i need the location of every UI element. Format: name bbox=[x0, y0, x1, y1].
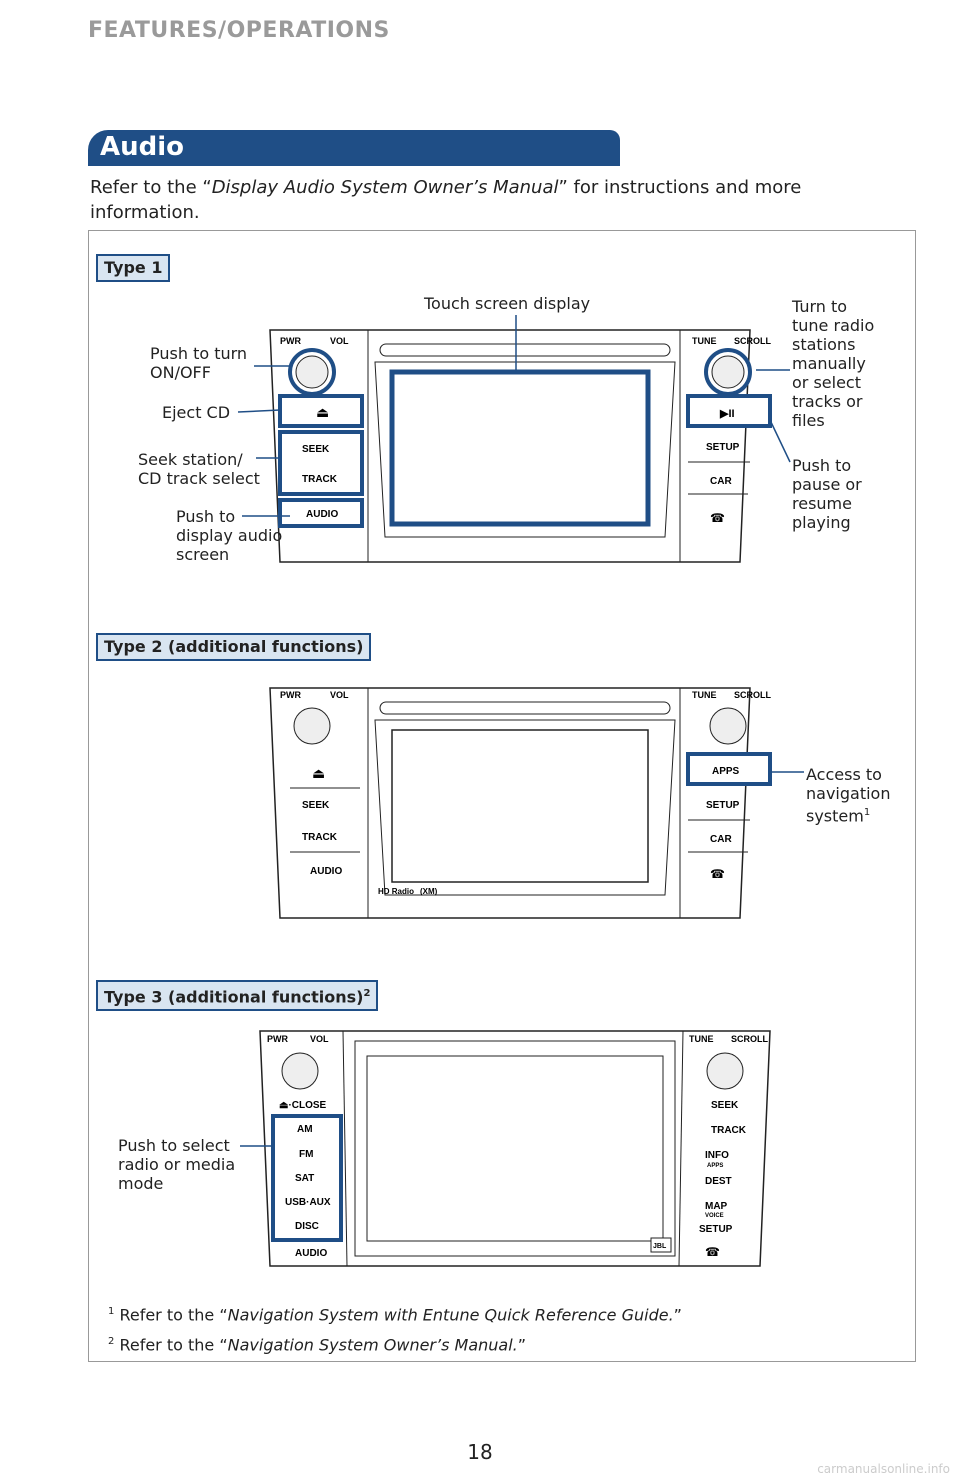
label-seek: Seek station/ CD track select bbox=[138, 450, 260, 488]
type3-mode-button-group bbox=[271, 1114, 343, 1242]
type1-phone-icon[interactable]: ☎ bbox=[710, 511, 725, 525]
type2-eject-button[interactable]: ⏏ bbox=[312, 765, 325, 781]
type3-dest-button[interactable]: DEST bbox=[705, 1176, 732, 1187]
svg-text:TRACK: TRACK bbox=[302, 474, 338, 485]
svg-text:TUNE: TUNE bbox=[689, 1034, 714, 1044]
label-power: Push to turn ON/OFF bbox=[150, 344, 248, 382]
type2-audio-unit: PWR VOL TUNE SCROLL ⏏ SEEK TRACK AUDIO H… bbox=[269, 687, 772, 919]
type2-phone-icon[interactable]: ☎ bbox=[710, 867, 725, 881]
type1-audio-button[interactable] bbox=[278, 498, 364, 528]
jbl-logo: JBL bbox=[653, 1243, 667, 1250]
type3-sat-button[interactable]: SAT bbox=[295, 1173, 314, 1184]
type1-tag: Type 1 bbox=[96, 254, 171, 282]
svg-text:SEEK: SEEK bbox=[302, 444, 330, 455]
type3-power-knob[interactable] bbox=[281, 1052, 319, 1090]
label-apps: Access to navigation system1 bbox=[806, 765, 891, 826]
svg-text:SCROLL: SCROLL bbox=[731, 1034, 769, 1044]
type1-pwr-label: PWR bbox=[280, 336, 301, 346]
footnotes: 1 Refer to the “Navigation System with E… bbox=[108, 1298, 682, 1359]
type3-tag: Type 3 (additional functions)2 bbox=[96, 980, 379, 1012]
label-touch-screen: Touch screen display bbox=[424, 294, 591, 313]
type2-setup-button[interactable]: SETUP bbox=[706, 800, 740, 811]
label-pause: Push to pause or resume playing bbox=[792, 456, 862, 532]
section-banner bbox=[88, 130, 620, 166]
type1-car-button[interactable]: CAR bbox=[710, 476, 732, 487]
type2-power-knob[interactable] bbox=[293, 707, 331, 745]
type3-usb-aux-button[interactable]: USB·AUX bbox=[285, 1197, 331, 1208]
type1-play-pause-button[interactable] bbox=[686, 394, 772, 428]
section-header: FEATURES/OPERATIONS bbox=[88, 18, 390, 43]
svg-text:TUNE: TUNE bbox=[692, 690, 717, 700]
type2-car-button[interactable]: CAR bbox=[710, 834, 732, 845]
svg-text:APPS: APPS bbox=[712, 766, 740, 777]
type1-eject-icon: ⏏ bbox=[316, 404, 329, 420]
svg-text:VOL: VOL bbox=[330, 690, 349, 700]
type1-eject-button[interactable] bbox=[278, 394, 364, 428]
svg-text:SEEK: SEEK bbox=[302, 800, 330, 811]
svg-text:TRACK: TRACK bbox=[302, 832, 338, 843]
svg-text:PWR: PWR bbox=[280, 690, 301, 700]
svg-text:VOICE: VOICE bbox=[705, 1213, 724, 1219]
type2-tag: Type 2 (additional functions) bbox=[96, 633, 372, 661]
type3-fm-button[interactable]: FM bbox=[299, 1149, 313, 1160]
type1-tune-label: TUNE bbox=[692, 336, 717, 346]
manual-title: Display Audio System Owner’s Manual bbox=[211, 177, 559, 198]
type3-am-button[interactable]: AM bbox=[297, 1124, 313, 1135]
svg-text:PWR: PWR bbox=[267, 1034, 288, 1044]
page-number: 18 bbox=[467, 1440, 493, 1464]
svg-text:HD Radio: HD Radio bbox=[378, 887, 414, 896]
svg-text:AUDIO: AUDIO bbox=[306, 509, 338, 520]
type2-tune-knob[interactable] bbox=[709, 707, 747, 745]
type3-tune-knob[interactable] bbox=[706, 1052, 744, 1090]
svg-text:SEEK: SEEK bbox=[711, 1100, 739, 1111]
svg-text:TRACK: TRACK bbox=[711, 1125, 747, 1136]
banner-title: Audio bbox=[100, 132, 185, 162]
svg-text:VOL: VOL bbox=[310, 1034, 329, 1044]
label-mode: Push to select radio or media mode bbox=[118, 1136, 236, 1193]
type3-map-button[interactable]: MAP bbox=[705, 1201, 728, 1212]
type2-audio-button[interactable]: AUDIO bbox=[310, 866, 342, 877]
type1-audio-unit: PWR VOL TUNE SCROLL ⏏ SEEK TRACK AUDIO ▶… bbox=[269, 329, 772, 563]
type3-info-button[interactable]: INFO bbox=[705, 1150, 729, 1161]
intro-text: Refer to the “Display Audio System Owner… bbox=[90, 177, 802, 223]
type3-disc-button[interactable]: DISC bbox=[295, 1221, 319, 1232]
type1-scroll-label: SCROLL bbox=[734, 336, 772, 346]
type2-apps-button[interactable] bbox=[686, 752, 772, 786]
footnote-1: 1 Refer to the “Navigation System with E… bbox=[108, 1305, 682, 1325]
svg-text:APPS: APPS bbox=[707, 1163, 723, 1169]
type3-phone-icon[interactable]: ☎ bbox=[705, 1245, 720, 1259]
type1-vol-label: VOL bbox=[330, 336, 349, 346]
type1-play-pause-icon: ▶II bbox=[719, 408, 735, 420]
svg-text:(XM): (XM) bbox=[420, 887, 438, 896]
label-eject: Eject CD bbox=[162, 403, 231, 422]
type3-setup-button[interactable]: SETUP bbox=[699, 1224, 733, 1235]
type3-close-button[interactable]: ⏏·CLOSE bbox=[279, 1100, 327, 1111]
label-audio: Push to display audio screen bbox=[176, 507, 283, 564]
svg-text:SCROLL: SCROLL bbox=[734, 690, 772, 700]
type1-setup-button[interactable]: SETUP bbox=[706, 442, 740, 453]
footnote-2: 2 Refer to the “Navigation System Owner’… bbox=[108, 1335, 527, 1355]
type3-audio-unit: PWR VOL TUNE SCROLL ⏏·CLOSE AM FM SAT US… bbox=[259, 1030, 771, 1267]
label-tune: Turn to tune radio stations manually or … bbox=[792, 297, 875, 430]
watermark: carmanualsonline.info bbox=[817, 1462, 950, 1476]
type3-audio-button[interactable]: AUDIO bbox=[295, 1248, 327, 1259]
